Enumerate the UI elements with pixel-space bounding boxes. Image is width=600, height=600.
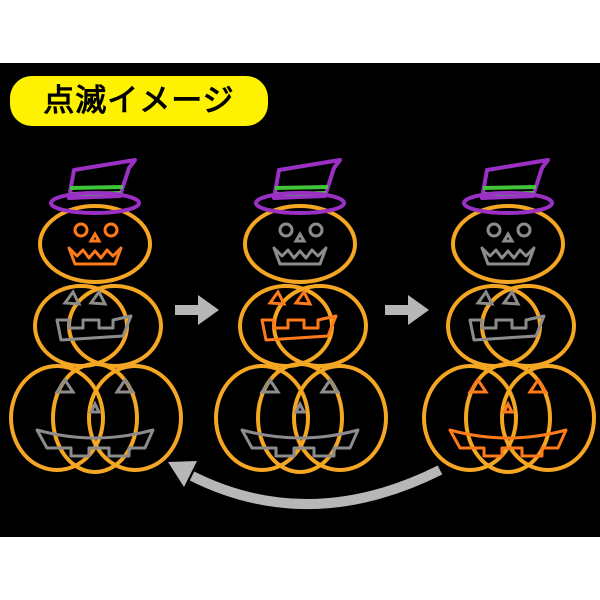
arrow-right-icon xyxy=(175,295,219,325)
arrow-right-icon xyxy=(385,295,429,325)
frame-2 xyxy=(214,158,388,474)
return-arrow-icon xyxy=(168,461,443,510)
frame-1 xyxy=(9,158,183,474)
frame-3 xyxy=(422,158,596,474)
title-badge-label: 点滅イメージ xyxy=(43,83,235,119)
title-badge: 点滅イメージ xyxy=(10,76,268,126)
